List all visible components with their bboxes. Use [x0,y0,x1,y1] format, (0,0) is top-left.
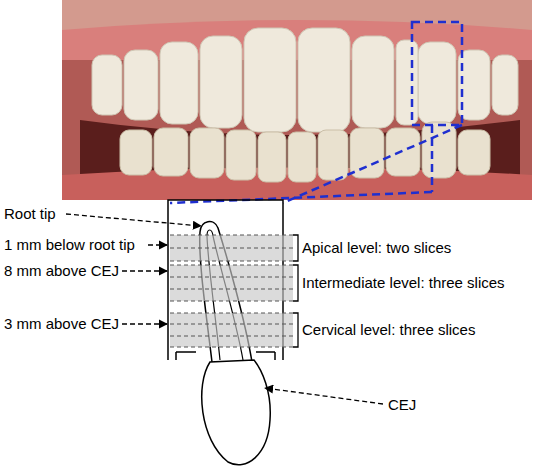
zoom-outline [170,22,462,203]
cej-label: CEJ [388,396,416,414]
root-tip-label: Root tip [4,205,56,223]
level-label: Intermediate level: three slices [302,274,505,292]
slice-bands [170,235,293,347]
level-distance-label: 1 mm below root tip [4,236,135,254]
level-label: Apical level: two slices [302,239,451,257]
level-distance-label: 8 mm above CEJ [4,262,119,280]
level-bracket [293,235,298,347]
level-label: Cervical level: three slices [302,321,475,339]
level-distance-label: 3 mm above CEJ [4,315,119,333]
teeth-photo [62,0,532,200]
